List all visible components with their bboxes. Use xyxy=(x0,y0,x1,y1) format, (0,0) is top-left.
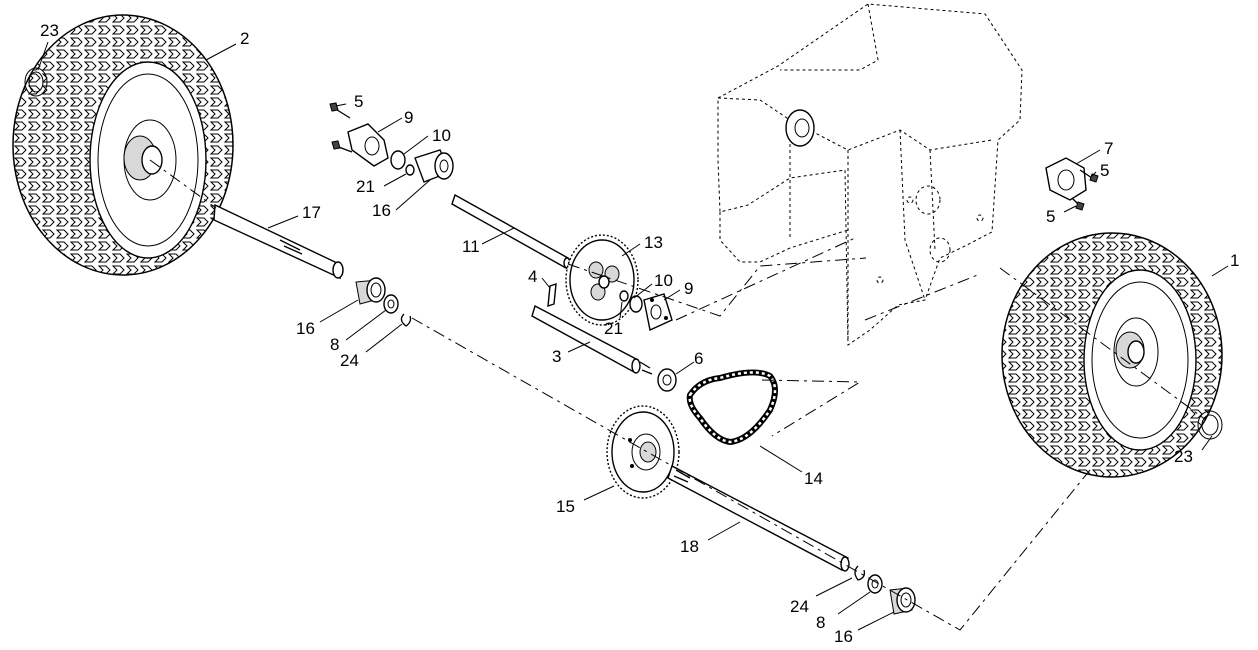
callout-24-lower: 24 xyxy=(790,597,809,616)
callout-24-upper: 24 xyxy=(340,351,359,370)
callout-16-lower: 16 xyxy=(834,627,853,646)
e-clip-lower xyxy=(854,565,866,581)
washer-10-upper xyxy=(390,150,406,170)
assembly-centerlines xyxy=(149,159,1207,631)
large-gear xyxy=(606,405,680,499)
callout-7: 7 xyxy=(1104,139,1113,158)
frame-bearing xyxy=(785,109,815,147)
washer-10-lower xyxy=(629,295,643,313)
drive-chain xyxy=(686,369,778,446)
roll-pin xyxy=(547,282,557,308)
callout-2: 2 xyxy=(240,29,249,48)
callout-10-lower: 10 xyxy=(654,271,673,290)
callout-labels: 23 2 5 9 10 21 16 17 11 13 4 10 9 21 3 6… xyxy=(40,21,1239,646)
washer-upper xyxy=(383,294,399,314)
bolt-upper-a xyxy=(329,102,351,119)
callout-16-upper: 16 xyxy=(296,319,315,338)
callout-17: 17 xyxy=(302,203,321,222)
large-sprocket xyxy=(565,234,639,326)
callout-15: 15 xyxy=(556,497,575,516)
hairpin-clip-left xyxy=(24,67,48,97)
small-sprocket xyxy=(657,368,677,392)
hairpin-clip-right xyxy=(1197,410,1223,440)
callout-11: 11 xyxy=(462,237,480,256)
callout-3: 3 xyxy=(552,347,561,366)
callout-1: 1 xyxy=(1230,251,1239,270)
drive-shaft xyxy=(451,193,571,270)
leader-lines xyxy=(37,41,1229,631)
bolt-upper-b xyxy=(331,140,353,153)
callout-14: 14 xyxy=(804,469,823,488)
callout-5-plate-b: 5 xyxy=(1046,207,1055,226)
callout-4: 4 xyxy=(528,267,537,286)
callout-12: 16 xyxy=(372,201,391,220)
bracket-upper xyxy=(347,123,389,167)
callout-21-upper: 21 xyxy=(356,177,375,196)
bearing-plate xyxy=(1045,157,1087,201)
e-clip-upper xyxy=(400,313,412,327)
pinion-gear xyxy=(414,149,454,183)
callout-9-lower: 9 xyxy=(684,279,693,298)
washer-21-lower xyxy=(619,290,629,302)
bracket-lower xyxy=(643,293,673,332)
housing-frame xyxy=(717,3,1023,346)
washer-21-upper xyxy=(405,164,415,176)
bushing-upper xyxy=(355,277,386,305)
callout-21-lower: 21 xyxy=(604,319,623,338)
bushing-lower xyxy=(889,587,916,615)
left-wheel xyxy=(12,14,234,276)
main-axle xyxy=(667,464,850,572)
callout-8-lower: 8 xyxy=(816,613,825,632)
callout-5-plate-a: 5 xyxy=(1100,161,1109,180)
right-wheel xyxy=(1001,232,1223,478)
callout-23-left: 23 xyxy=(40,21,59,40)
callout-8-upper: 8 xyxy=(330,335,339,354)
callout-9-upper: 9 xyxy=(404,108,413,127)
callout-23-right: 23 xyxy=(1174,447,1193,466)
callout-13: 13 xyxy=(644,233,663,252)
callout-10-upper: 10 xyxy=(432,126,451,145)
callout-6: 6 xyxy=(694,349,703,368)
countershaft xyxy=(531,304,653,375)
left-axle xyxy=(213,203,344,280)
callout-18: 18 xyxy=(680,537,699,556)
washer-lower xyxy=(867,574,883,594)
bolt-plate-b xyxy=(1071,197,1085,211)
callout-5-upper: 5 xyxy=(354,92,363,111)
